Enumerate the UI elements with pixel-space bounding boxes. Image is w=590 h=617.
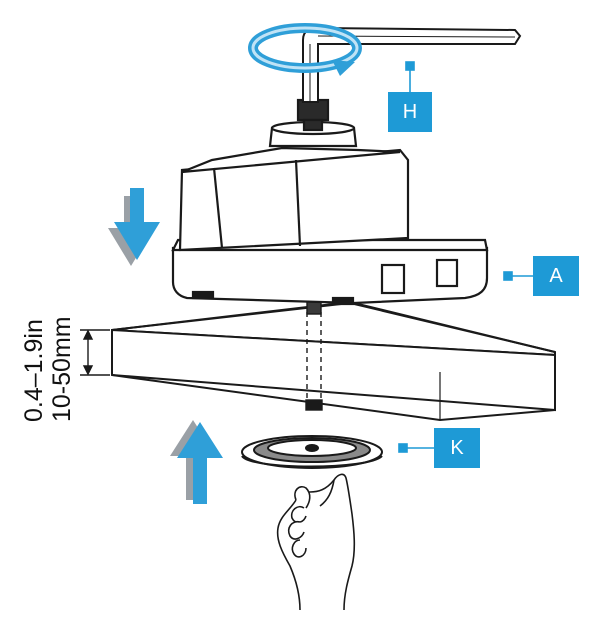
callout-label-h: H [388, 92, 432, 132]
rotate-arrow-icon [248, 23, 362, 76]
callout-label-k: K [434, 428, 480, 468]
clamp-base [171, 98, 489, 306]
mount-plate [241, 435, 383, 469]
callout-leaders [398, 61, 533, 453]
arrow-up-icon [170, 420, 223, 504]
arrow-down-icon [108, 188, 160, 266]
callout-label-a: A [533, 256, 579, 296]
hand-illustration [276, 473, 356, 611]
thickness-mm-label: 10-50mm [48, 316, 76, 422]
thickness-inches-label: 0.4–1.9in [20, 319, 48, 422]
desk-top [111, 300, 556, 422]
thickness-dimension [80, 329, 110, 376]
